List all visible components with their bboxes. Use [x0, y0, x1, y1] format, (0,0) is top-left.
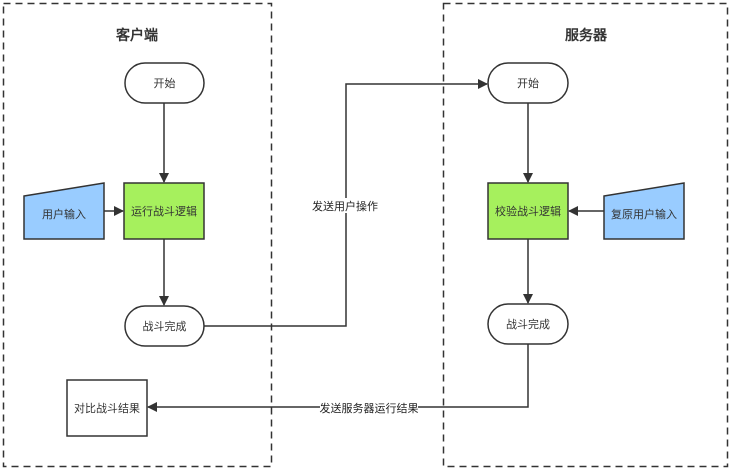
server-battle-done-node[interactable]: 战斗完成 — [487, 303, 569, 345]
server-lane — [442, 2, 729, 468]
edge-send-server-result — [147, 344, 529, 412]
client-compare-result-node[interactable]: 对比战斗结果 — [66, 379, 148, 437]
edge-label-bg — [320, 400, 418, 415]
client-run-logic-node[interactable]: 运行战斗逻辑 — [123, 182, 205, 240]
edge-label-send-server-result: 发送服务器运行结果 — [320, 401, 419, 415]
server-verify-logic-node[interactable]: 校验战斗逻辑 — [487, 182, 569, 240]
client-user-input-label: 用户输入 — [42, 207, 86, 221]
edge-label-bg — [312, 198, 378, 213]
client-battle-done-label: 战斗完成 — [143, 319, 187, 333]
server-battle-done-label: 战斗完成 — [506, 317, 550, 331]
client-lane — [2, 2, 273, 468]
server-restore-input-node[interactable]: 复原用户输入 — [603, 182, 685, 240]
client-start-node[interactable]: 开始 — [124, 62, 205, 104]
server-start-node[interactable]: 开始 — [487, 62, 569, 104]
client-battle-done-node[interactable]: 战斗完成 — [124, 305, 205, 347]
server-restore-input-label: 复原用户输入 — [611, 207, 677, 221]
client-lane-title: 客户端 — [115, 27, 158, 44]
edge-label-send-user-ops: 发送用户操作 — [312, 199, 378, 213]
client-user-input-node[interactable]: 用户输入 — [23, 182, 105, 240]
client-run-logic-label: 运行战斗逻辑 — [131, 204, 197, 218]
server-start-label: 开始 — [517, 76, 539, 90]
client-start-label: 开始 — [154, 76, 176, 90]
server-verify-logic-label: 校验战斗逻辑 — [495, 204, 561, 218]
client-compare-result-label: 对比战斗结果 — [74, 401, 140, 415]
server-lane-title: 服务器 — [565, 27, 608, 44]
